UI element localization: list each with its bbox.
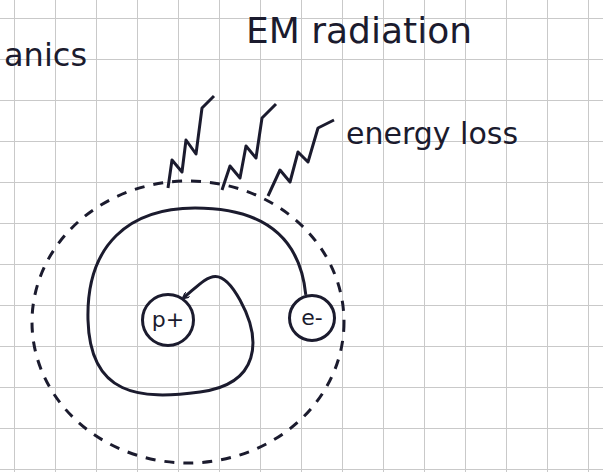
wave-squiggle xyxy=(268,120,334,196)
orbit-dashed xyxy=(32,181,344,463)
particle-label: p+ xyxy=(152,309,184,331)
electron-circle: e- xyxy=(288,294,336,342)
spiral-path xyxy=(88,208,306,395)
annotation-label: energy loss xyxy=(346,116,518,151)
annotation-label: EM radiation xyxy=(246,10,472,51)
wave-squiggle xyxy=(168,96,214,188)
proton-circle: p+ xyxy=(141,293,195,347)
particle-label: e- xyxy=(301,307,322,329)
wave-squiggle xyxy=(222,104,276,190)
annotation-label: anics xyxy=(4,36,87,74)
